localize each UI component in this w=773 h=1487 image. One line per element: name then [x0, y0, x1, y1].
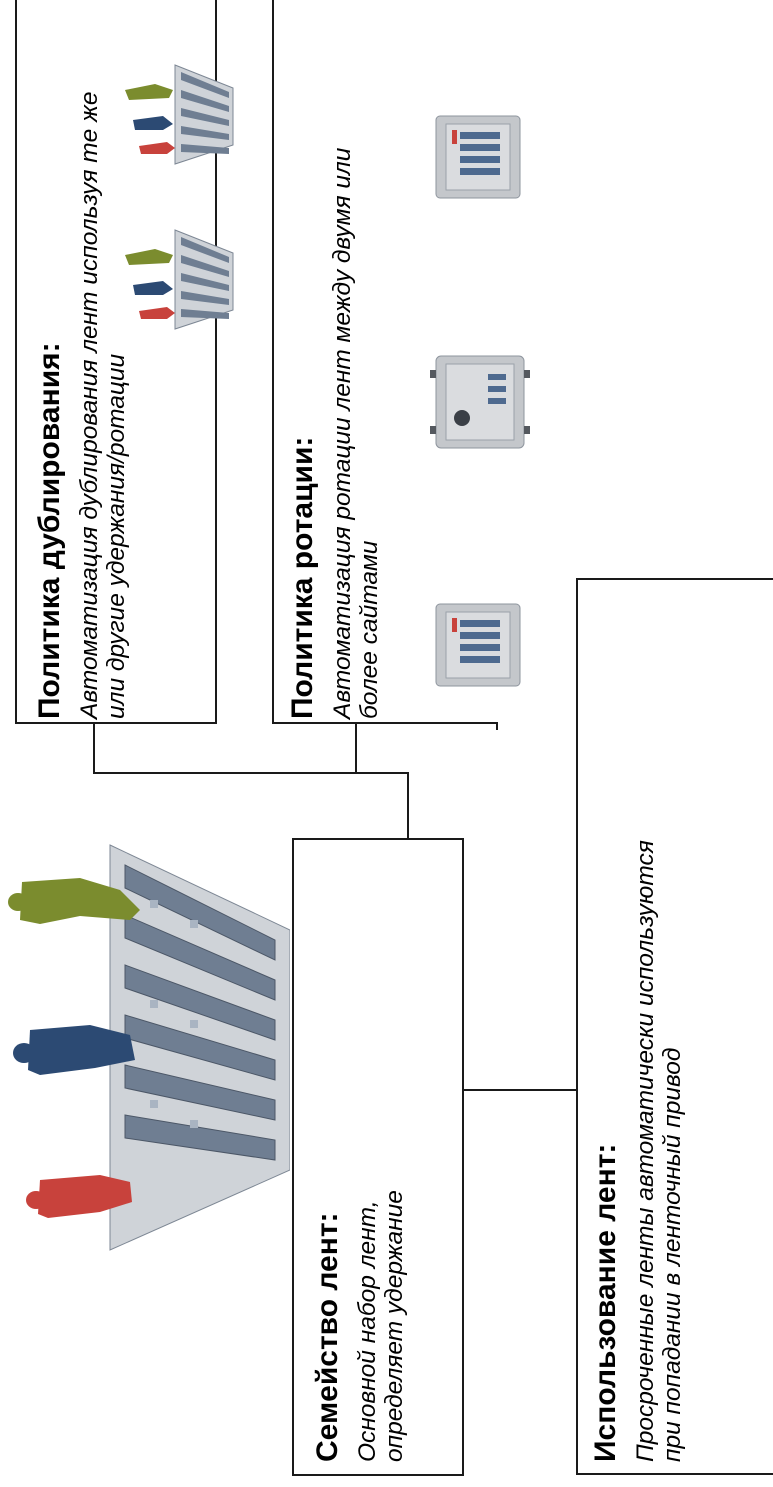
tape-usage-text: Использование лент: Просроченные ленты а… — [588, 582, 686, 1462]
connector-family-usage — [462, 1089, 578, 1091]
tape-usage-desc-2: при попадании в ленточный привод — [659, 1047, 686, 1462]
tape-library-icon-2 — [435, 603, 521, 687]
tape-library-icon-1 — [435, 115, 521, 199]
tape-family-icon — [8, 844, 290, 1251]
connector-duplication-stub — [93, 724, 95, 774]
rotation-policy-title: Политика ротации: — [286, 436, 319, 719]
tape-family-title: Семейство лент: — [311, 1212, 344, 1462]
rotation-policy-desc-1: Автоматизация ротации лент между двумя и… — [329, 147, 356, 719]
duplication-policy-title: Политика дублирования: — [33, 342, 66, 719]
tape-family-box — [292, 838, 464, 1476]
tape-family-icon-small-2 — [125, 229, 234, 330]
rotation-policy-text: Политика ротации: Автоматизация ротации … — [285, 19, 383, 719]
tape-family-desc-1: Основной набор лент, — [354, 1200, 381, 1462]
vault-icon — [430, 355, 530, 449]
connector-horizontal-top — [93, 772, 409, 774]
connector-rotation-stub — [355, 724, 357, 774]
tape-family-text: Семейство лент: Основной набор лент, опр… — [310, 842, 408, 1462]
connector-family-stub — [407, 772, 409, 840]
tape-usage-title: Использование лент: — [589, 1143, 622, 1462]
tape-usage-desc-1: Просроченные ленты автоматически использ… — [632, 840, 659, 1462]
tape-usage-box — [576, 578, 773, 1475]
tape-family-icon-small-1 — [125, 64, 234, 165]
rotation-policy-desc-2: более сайтами — [356, 540, 383, 719]
tape-family-desc-2: определяет удержание — [381, 1190, 408, 1462]
duplication-policy-desc-1: Автоматизация дублирования лент использу… — [76, 91, 103, 719]
